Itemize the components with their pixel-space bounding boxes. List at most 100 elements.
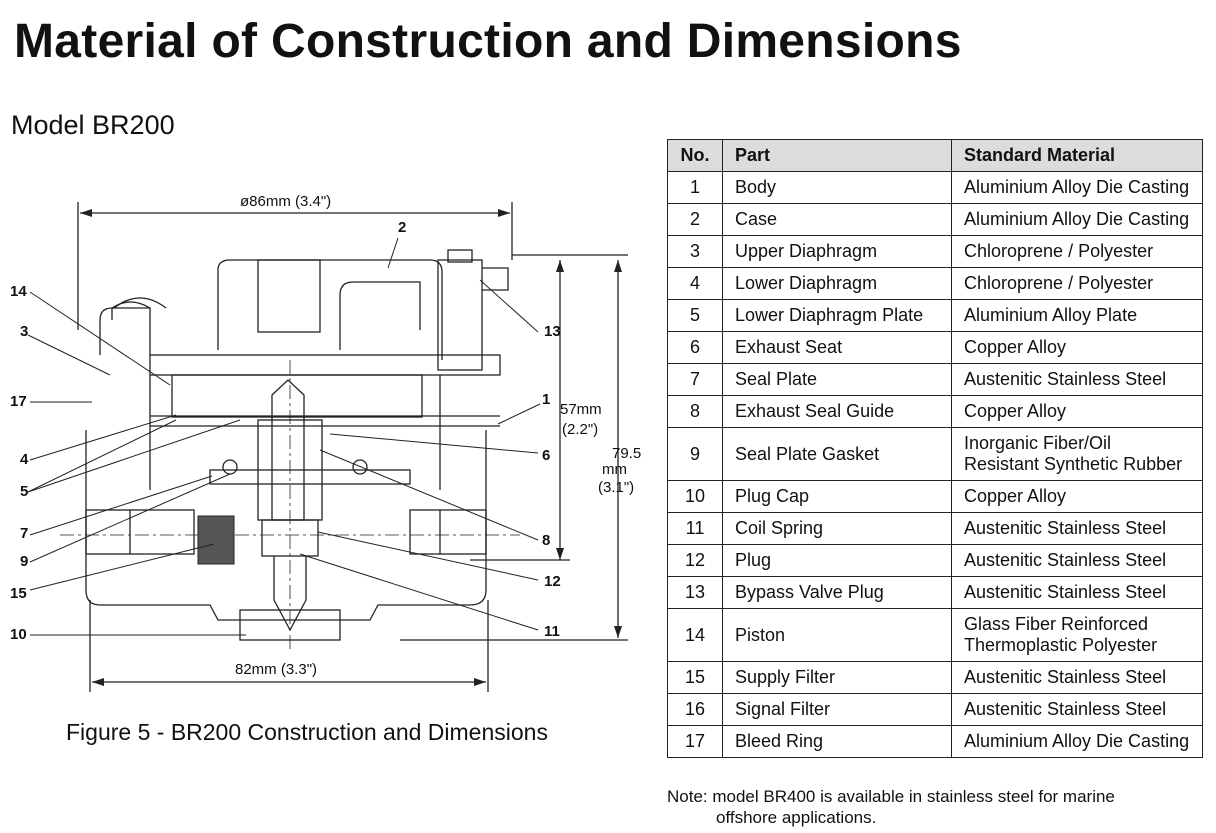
cell-part: Plug Cap <box>722 480 952 513</box>
cell-part: Bleed Ring <box>722 725 952 758</box>
footnote-line2: offshore applications. <box>716 808 877 827</box>
cell-no: 5 <box>667 299 723 332</box>
cell-material: Aluminium Alloy Plate <box>951 299 1203 332</box>
cell-material: Austenitic Stainless Steel <box>951 544 1203 577</box>
callout-13: 13 <box>544 323 561 340</box>
cell-no: 10 <box>667 480 723 513</box>
cell-material: Austenitic Stainless Steel <box>951 363 1203 396</box>
cell-no: 11 <box>667 512 723 545</box>
cell-material: Austenitic Stainless Steel <box>951 512 1203 545</box>
model-heading: Model BR200 <box>11 110 175 140</box>
cell-no: 1 <box>667 171 723 204</box>
callout-15: 15 <box>10 585 27 602</box>
footnote-line1: Note: model BR400 is available in stainl… <box>667 787 1115 806</box>
callout-4: 4 <box>20 451 29 468</box>
cell-no: 17 <box>667 725 723 758</box>
cell-part: Exhaust Seal Guide <box>722 395 952 428</box>
callout-3: 3 <box>20 323 28 340</box>
cell-no: 6 <box>667 331 723 364</box>
callout-12: 12 <box>544 573 561 590</box>
cell-material: Copper Alloy <box>951 395 1203 428</box>
cell-material: Aluminium Alloy Die Casting <box>951 171 1203 204</box>
cell-no: 15 <box>667 661 723 694</box>
callout-5: 5 <box>20 483 28 500</box>
table-row: 8 Exhaust Seal Guide Copper Alloy <box>667 395 1203 428</box>
callout-14: 14 <box>10 283 27 300</box>
dim-height-79-c: (3.1") <box>598 479 634 496</box>
construction-drawing: ø86mm (3.4") 82mm (3.3") 57mm (2.2") 79.… <box>10 193 641 692</box>
table-row: 3 Upper Diaphragm Chloroprene / Polyeste… <box>667 235 1203 268</box>
cell-part: Lower Diaphragm <box>722 267 952 300</box>
cell-material: Aluminium Alloy Die Casting <box>951 203 1203 236</box>
callout-6: 6 <box>542 447 550 464</box>
cell-part: Seal Plate Gasket <box>722 427 952 481</box>
dim-height-57-b: (2.2") <box>562 421 598 438</box>
callout-1: 1 <box>542 391 550 408</box>
cell-no: 12 <box>667 544 723 577</box>
table-row: 1 Body Aluminium Alloy Die Casting <box>667 171 1203 204</box>
cell-no: 16 <box>667 693 723 726</box>
header-part: Part <box>722 139 952 172</box>
cell-no: 8 <box>667 395 723 428</box>
materials-table: No. Part Standard Material 1 Body Alumin… <box>667 139 1203 758</box>
table-header-row: No. Part Standard Material <box>667 139 1203 172</box>
table-row: 17 Bleed Ring Aluminium Alloy Die Castin… <box>667 725 1203 758</box>
cell-material-line1: Glass Fiber Reinforced <box>964 614 1149 634</box>
cell-no: 2 <box>667 203 723 236</box>
callout-7: 7 <box>20 525 28 542</box>
cell-material: Chloroprene / Polyester <box>951 235 1203 268</box>
cell-no: 9 <box>667 427 723 481</box>
cell-material-line2: Resistant Synthetic Rubber <box>964 454 1183 474</box>
cell-part: Supply Filter <box>722 661 952 694</box>
callout-9: 9 <box>20 553 28 570</box>
dim-height-79-a: 79.5 <box>612 445 641 462</box>
footnote: Note: model BR400 is available in stainl… <box>667 786 1115 828</box>
cell-part: Plug <box>722 544 952 577</box>
table-row: 2 Case Aluminium Alloy Die Casting <box>667 203 1203 236</box>
table-row: 4 Lower Diaphragm Chloroprene / Polyeste… <box>667 267 1203 300</box>
cell-no: 14 <box>667 608 723 662</box>
dim-top-label: ø86mm (3.4") <box>240 193 331 210</box>
cell-part: Case <box>722 203 952 236</box>
table-row: 15 Supply Filter Austenitic Stainless St… <box>667 661 1203 694</box>
cell-material: Aluminium Alloy Die Casting <box>951 725 1203 758</box>
cell-no: 3 <box>667 235 723 268</box>
callout-17: 17 <box>10 393 27 410</box>
callout-11: 11 <box>544 623 560 640</box>
dim-bottom-label: 82mm (3.3") <box>235 661 317 678</box>
cell-part: Coil Spring <box>722 512 952 545</box>
header-material: Standard Material <box>951 139 1203 172</box>
table-row: 6 Exhaust Seat Copper Alloy <box>667 331 1203 364</box>
cell-part: Seal Plate <box>722 363 952 396</box>
cell-part: Signal Filter <box>722 693 952 726</box>
cell-material: Austenitic Stainless Steel <box>951 576 1203 609</box>
callout-8: 8 <box>542 532 550 549</box>
table-row: 5 Lower Diaphragm Plate Aluminium Alloy … <box>667 299 1203 332</box>
cell-material-line1: Inorganic Fiber/Oil <box>964 433 1112 453</box>
cell-part: Piston <box>722 608 952 662</box>
cell-material: Chloroprene / Polyester <box>951 267 1203 300</box>
table-row: 11 Coil Spring Austenitic Stainless Stee… <box>667 512 1203 545</box>
cell-material: Copper Alloy <box>951 331 1203 364</box>
table-row: 10 Plug Cap Copper Alloy <box>667 480 1203 513</box>
cell-material: Austenitic Stainless Steel <box>951 661 1203 694</box>
table-row: 7 Seal Plate Austenitic Stainless Steel <box>667 363 1203 396</box>
cell-part: Lower Diaphragm Plate <box>722 299 952 332</box>
dim-height-57-a: 57mm <box>560 401 602 418</box>
figure-caption: Figure 5 - BR200 Construction and Dimens… <box>66 719 548 745</box>
cell-part: Bypass Valve Plug <box>722 576 952 609</box>
cell-part: Body <box>722 171 952 204</box>
header-no: No. <box>667 139 723 172</box>
table-row: 13 Bypass Valve Plug Austenitic Stainles… <box>667 576 1203 609</box>
cell-no: 7 <box>667 363 723 396</box>
table-row: 12 Plug Austenitic Stainless Steel <box>667 544 1203 577</box>
cell-material: Copper Alloy <box>951 480 1203 513</box>
cell-part: Upper Diaphragm <box>722 235 952 268</box>
page-title: Material of Construction and Dimensions <box>14 15 962 68</box>
cell-material-line2: Thermoplastic Polyester <box>964 635 1158 655</box>
table-row: 16 Signal Filter Austenitic Stainless St… <box>667 693 1203 726</box>
callout-10: 10 <box>10 626 27 643</box>
